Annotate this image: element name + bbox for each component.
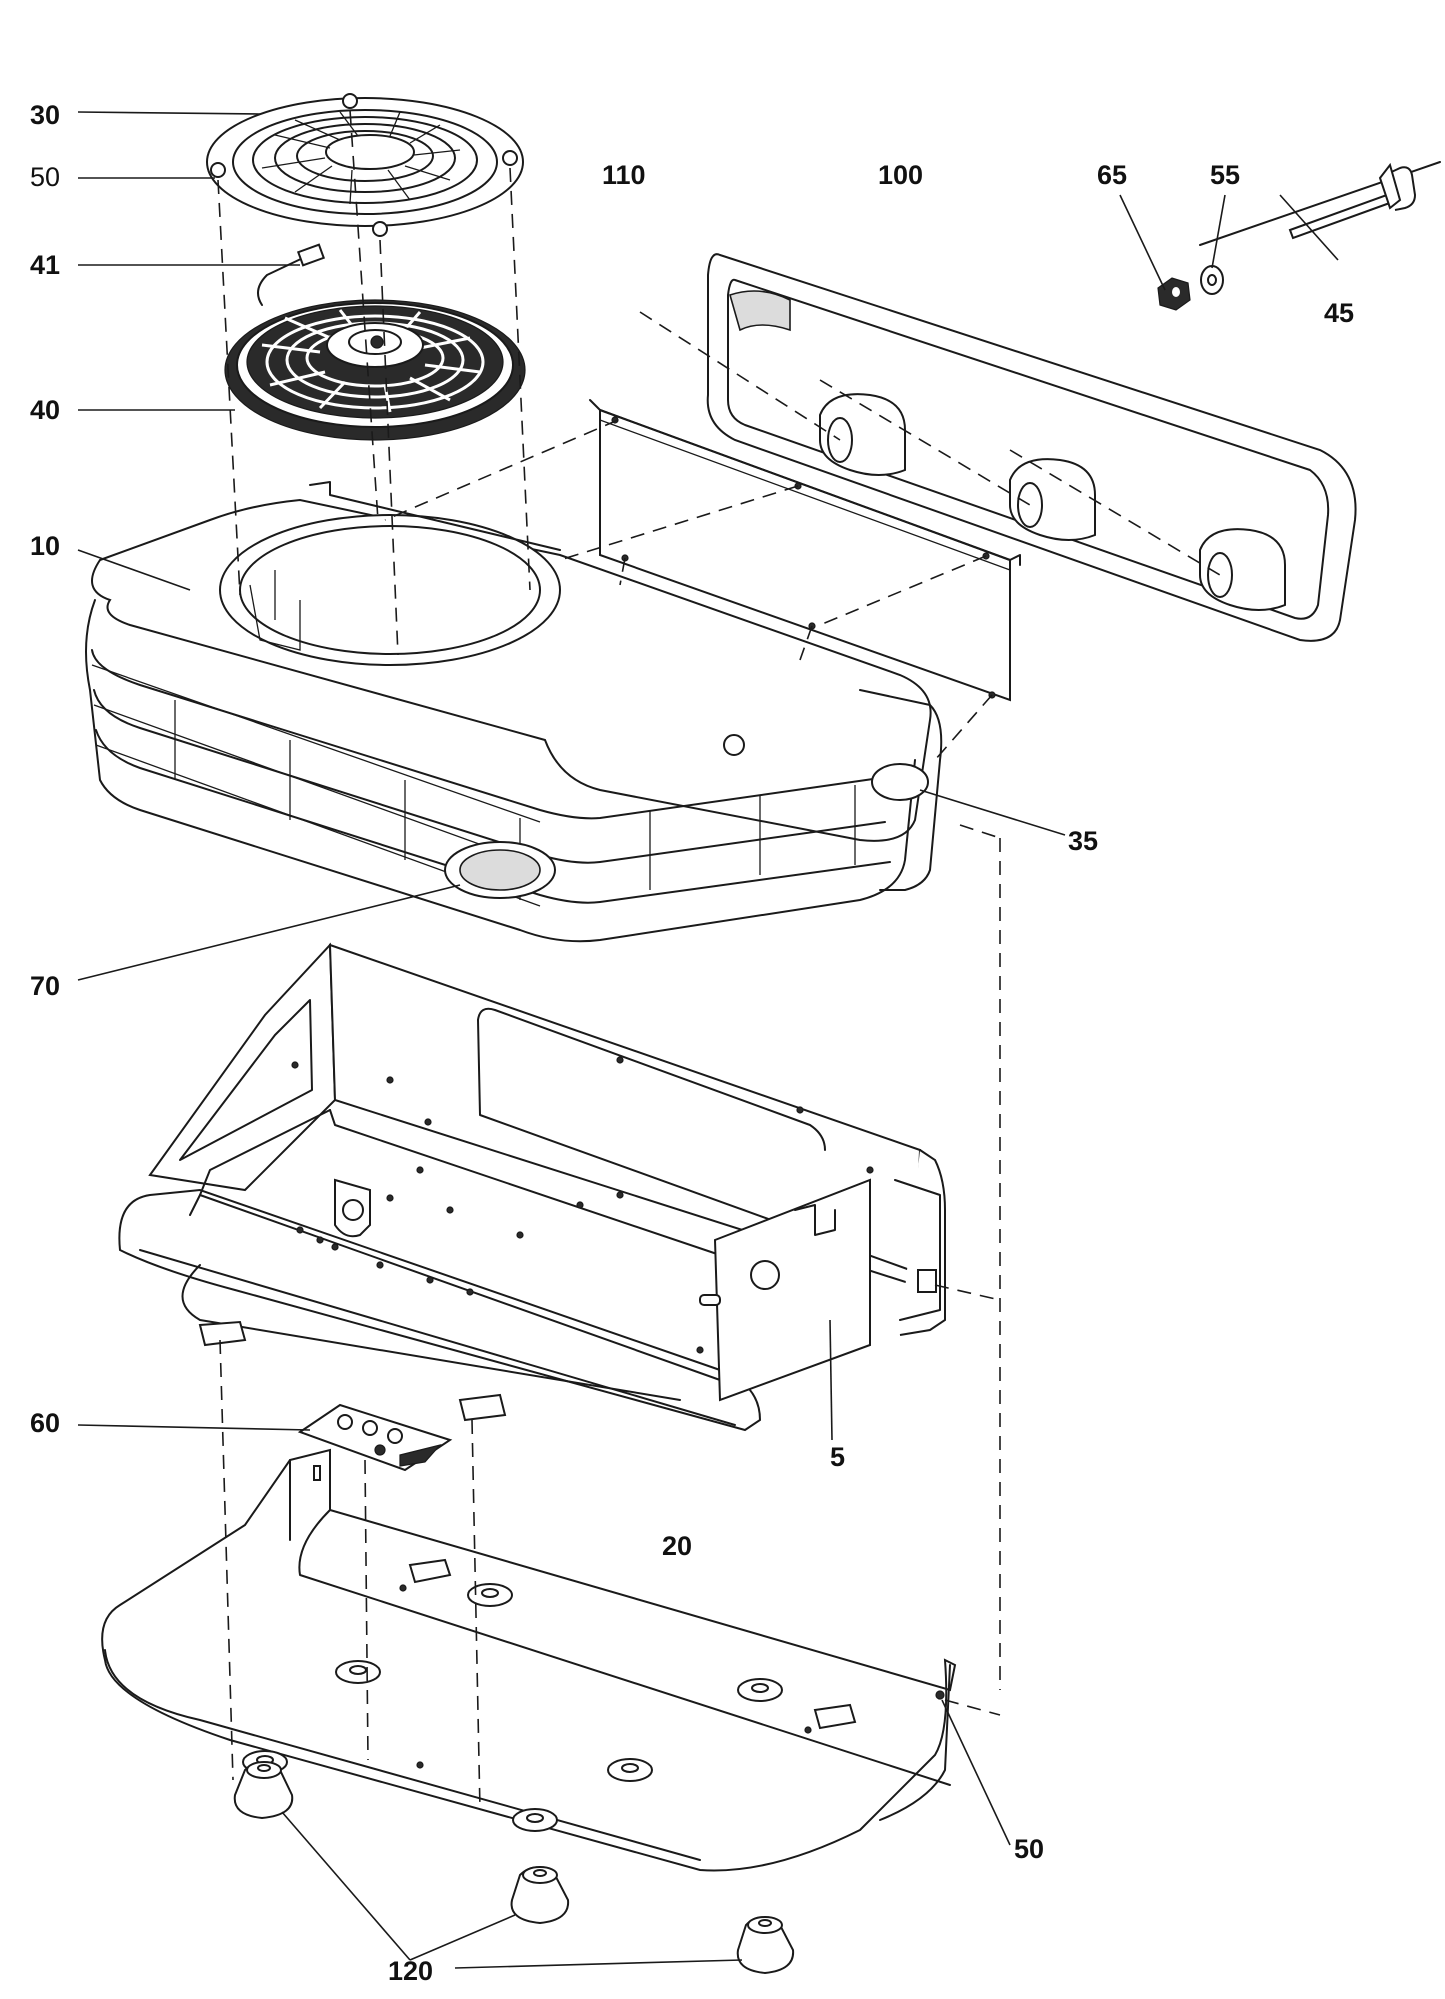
frame-part — [118, 942, 946, 1432]
base-tray-part — [101, 1448, 957, 1872]
callout-50-bottom: 50 — [1014, 1834, 1045, 1864]
callout-35: 35 — [1068, 826, 1099, 856]
callout-20: 20 — [662, 1531, 693, 1561]
top-housing-part — [85, 481, 943, 943]
fan-guard-part — [206, 93, 524, 237]
callout-10: 10 — [30, 531, 61, 561]
label-part — [297, 1403, 453, 1472]
callout-65: 65 — [1097, 160, 1128, 190]
callout-45: 45 — [1324, 298, 1355, 328]
feet-part — [233, 1761, 795, 1975]
bolt-assembly-part — [1157, 161, 1441, 311]
callout-110: 110 — [602, 160, 646, 190]
callout-120: 120 — [388, 1956, 434, 1986]
callout-100: 100 — [878, 160, 924, 190]
callout-50-top: 50 — [30, 162, 61, 192]
callout-70: 70 — [30, 971, 61, 1001]
assembly-dash-lines — [217, 109, 1221, 1811]
callout-55: 55 — [1210, 160, 1241, 190]
callout-5: 5 — [830, 1442, 846, 1472]
back-cover-part — [706, 253, 1357, 642]
fan-part — [224, 299, 526, 441]
callout-41: 41 — [30, 250, 61, 280]
connector-part — [257, 243, 326, 306]
callout-30: 30 — [30, 100, 61, 130]
baffle-plate-part — [589, 399, 1021, 702]
callout-60: 60 — [30, 1408, 61, 1438]
leader-lines — [77, 111, 1339, 1969]
callout-40: 40 — [30, 395, 61, 425]
